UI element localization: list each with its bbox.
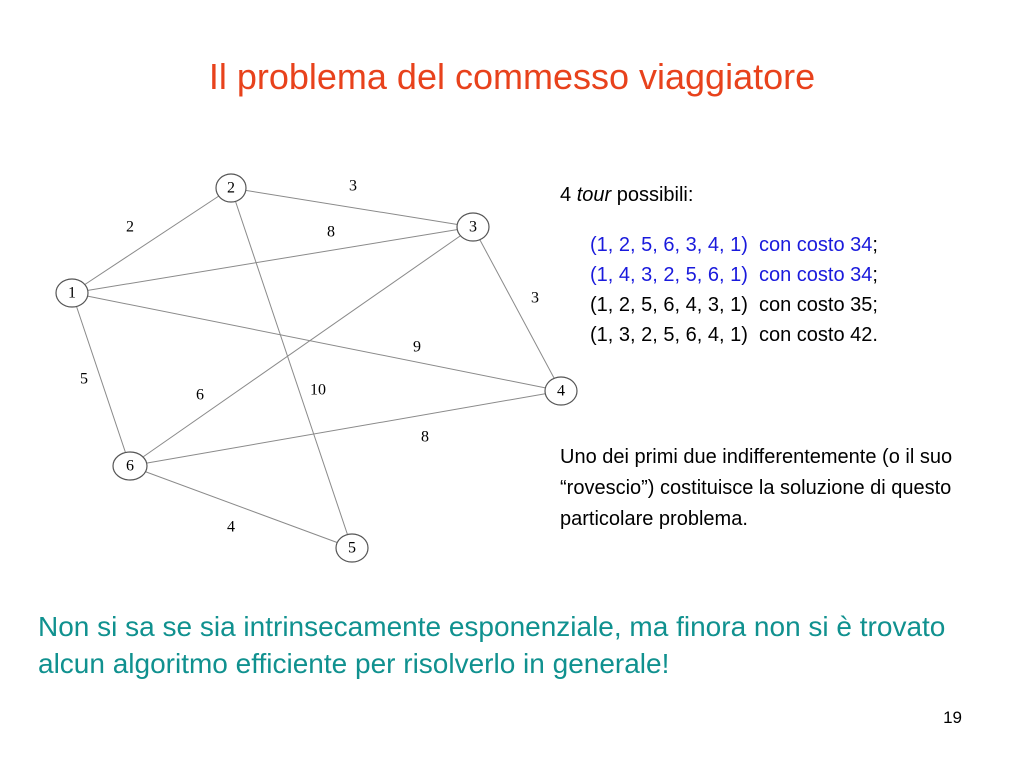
- complexity-remark: Non si sa se sia intrinsecamente esponen…: [38, 611, 946, 679]
- edge-3-4: [472, 226, 562, 392]
- tour-end-punctuation: ;: [872, 294, 878, 316]
- node-6: 6: [112, 451, 148, 481]
- tour-item: (1, 2, 5, 6, 4, 3, 1) con costo 35;: [590, 290, 878, 320]
- tour-sequence: (1, 2, 5, 6, 4, 3, 1): [590, 294, 748, 316]
- tour-end-punctuation: ;: [872, 264, 878, 286]
- node-5: 5: [335, 533, 369, 563]
- node-2: 2: [215, 173, 247, 203]
- node-circle: [335, 533, 369, 563]
- tour-sequence: (1, 2, 5, 6, 3, 4, 1): [590, 234, 748, 256]
- slide-title: Il problema del commesso viaggiatore: [208, 56, 816, 97]
- graph-nodes: 1 2 3 4 5 6: [55, 173, 578, 563]
- node-3: 3: [456, 212, 490, 242]
- tour-cost: con costo 42: [759, 324, 873, 346]
- node-label: 2: [227, 180, 235, 197]
- tours-list: (1, 2, 5, 6, 3, 4, 1) con costo 34;(1, 4…: [590, 230, 878, 350]
- tours-heading: 4 tour possibili:: [560, 184, 693, 207]
- solution-note: Uno dei primi due indifferentemente (o i…: [560, 446, 953, 530]
- tour-item: (1, 4, 3, 2, 5, 6, 1) con costo 34;: [590, 260, 878, 290]
- tour-item: (1, 3, 2, 5, 6, 4, 1) con costo 42.: [590, 320, 878, 350]
- node-1: 1: [55, 278, 89, 308]
- tour-cost: con costo 34: [759, 264, 873, 286]
- edge-weight-1-2: 2: [126, 219, 134, 236]
- edge-2-3: [230, 187, 474, 228]
- node-label: 4: [557, 383, 565, 400]
- node-circle: [544, 376, 578, 406]
- edge-weight-1-3: 8: [327, 224, 335, 241]
- edge-weight-3-4: 3: [531, 290, 539, 307]
- edge-1-2: [71, 187, 232, 294]
- edge-3-6: [129, 226, 474, 467]
- tour-end-punctuation: ;: [872, 234, 878, 256]
- graph-edges: [71, 187, 562, 549]
- node-4: 4: [544, 376, 578, 406]
- edge-6-4: [129, 390, 562, 467]
- tour-sequence: (1, 3, 2, 5, 6, 4, 1): [590, 324, 748, 346]
- tours-word: tour: [576, 184, 612, 206]
- edge-weight-6-4: 8: [421, 429, 429, 446]
- node-label: 5: [348, 540, 356, 557]
- edge-weight-1-4: 9: [413, 339, 421, 356]
- edge-1-3: [71, 226, 474, 294]
- node-label: 3: [469, 219, 477, 236]
- edge-weight-2-3: 3: [349, 178, 357, 195]
- node-circle: [112, 451, 148, 481]
- tour-cost: con costo 35: [759, 294, 873, 316]
- edge-1-6: [71, 292, 131, 467]
- node-label: 1: [68, 285, 76, 302]
- edge-weight-6-5: 4: [227, 519, 235, 536]
- tour-cost: con costo 34: [759, 234, 873, 256]
- edge-6-5: [129, 465, 353, 549]
- slide-number: 19: [943, 708, 962, 727]
- edge-1-4: [71, 292, 562, 392]
- tours-count: 4: [560, 184, 572, 206]
- edge-weight-1-6: 5: [80, 371, 88, 388]
- tour-sequence: (1, 4, 3, 2, 5, 6, 1): [590, 264, 748, 286]
- tours-suffix: possibili:: [616, 184, 694, 206]
- edge-weight-3-6: 6: [196, 387, 204, 404]
- node-circle: [456, 212, 490, 242]
- tour-end-punctuation: .: [872, 324, 878, 346]
- edge-2-5: [230, 187, 353, 549]
- graph-edge-weights: 2 3 8 3 9 5 6 10 8 4: [80, 178, 539, 536]
- edge-weight-2-5: 10: [310, 382, 326, 399]
- node-circle: [215, 173, 247, 203]
- tour-item: (1, 2, 5, 6, 3, 4, 1) con costo 34;: [590, 230, 878, 260]
- node-circle: [55, 278, 89, 308]
- node-label: 6: [126, 458, 134, 475]
